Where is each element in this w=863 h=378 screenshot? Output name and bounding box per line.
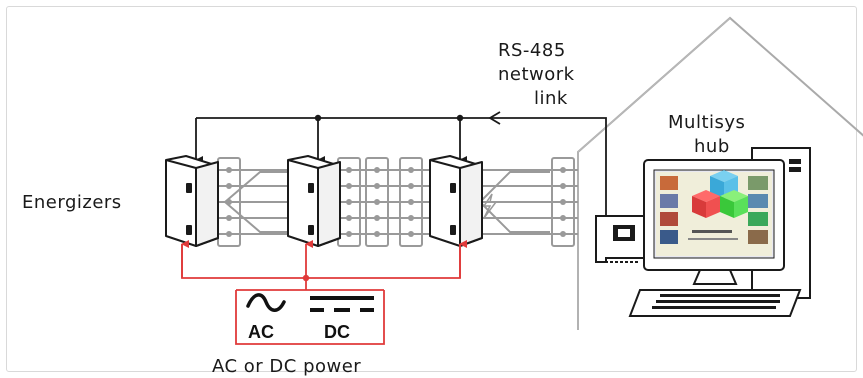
energizer-icon	[287, 155, 341, 247]
power-line	[181, 240, 467, 345]
power-label: AC or DC power	[212, 356, 361, 377]
energizer-icon	[429, 155, 483, 247]
rs485-title: RS-485	[498, 40, 566, 61]
rs485-link: link	[534, 88, 568, 109]
lightning-icon	[482, 193, 498, 219]
screen-content	[656, 170, 772, 256]
fence-insulators	[226, 167, 566, 237]
network-card-icon	[595, 215, 653, 263]
diagram-frame	[6, 6, 857, 372]
dc-label: DC	[324, 322, 350, 342]
energizer-icon	[165, 155, 219, 247]
rs485-network-line	[195, 111, 607, 228]
rs485-network: network	[498, 64, 575, 85]
keyboard-keys	[652, 294, 780, 309]
ac-label: AC	[248, 322, 274, 342]
hub-title: Multisys	[668, 112, 745, 133]
energizers-label: Energizers	[22, 192, 122, 213]
fence-icon	[210, 157, 578, 247]
ac-wave-icon	[246, 293, 286, 312]
hub-subtitle: hub	[694, 136, 730, 157]
dc-symbol-icon	[310, 296, 374, 312]
